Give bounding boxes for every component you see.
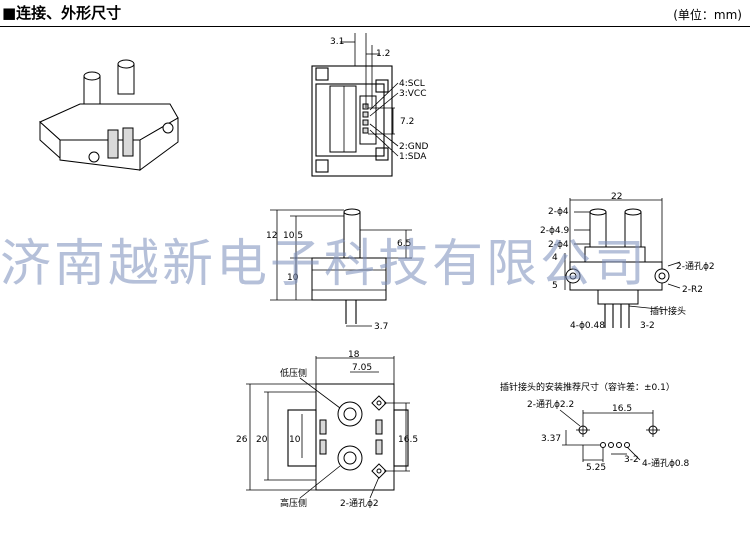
bottom-dim-18: 18 [348, 350, 360, 360]
side-dim-12: 12 [266, 231, 277, 241]
right-label-pin-dia: 4-ϕ0.48 [570, 321, 605, 331]
pin-label-sda: 1:SDA [399, 152, 427, 162]
right-label-pitch: 3-2 [640, 321, 655, 331]
mount-hole-2-2-label: 2-通孔ϕ2.2 [527, 399, 574, 410]
pin-label-scl: 4:SCL [399, 79, 425, 89]
mount-title: 插针接头的安装推荐尺寸（容许差：±0.1） [500, 381, 675, 393]
bottom-dim-26: 26 [236, 435, 248, 445]
mount-hole-0-8-label: 4-通孔ϕ0.8 [642, 458, 689, 469]
side-dim-10: 10 [287, 273, 299, 283]
section-title: ■连接、外形尺寸 [2, 4, 122, 22]
right-label-r2: 2-R2 [682, 285, 703, 295]
right-view [564, 198, 681, 328]
right-dim-4: 4 [552, 253, 558, 263]
right-label-phi4-top: 2-ϕ4 [548, 207, 569, 217]
right-label-phi4-bottom: 2-ϕ4 [548, 240, 569, 250]
low-pressure-side-label: 低压侧 [280, 367, 307, 379]
bottom-dim-16-5: 16.5 [398, 435, 418, 445]
mount-dim-5-25: 5.25 [586, 463, 606, 473]
bottom-dim-10: 10 [289, 435, 301, 445]
mount-dim-16-5: 16.5 [612, 404, 632, 414]
unit-label: (单位：mm) [673, 8, 742, 22]
bottom-through-hole-label: 2-通孔ϕ2 [340, 498, 379, 509]
top-dim-3-1: 3.1 [330, 37, 344, 47]
right-dim-5: 5 [552, 281, 558, 291]
top-dim-7-2: 7.2 [400, 117, 414, 127]
isometric-view [39, 59, 179, 171]
right-label-phi4-9: 2-ϕ4.9 [540, 226, 569, 236]
header-divider [0, 26, 750, 27]
top-dim-1-2: 1.2 [376, 49, 390, 59]
mount-dim-3-37: 3.37 [541, 434, 561, 444]
side-dim-10-5: 10.5 [283, 231, 303, 241]
pin-label-gnd: 2:GND [399, 142, 428, 152]
right-dim-22: 22 [611, 192, 622, 202]
side-dim-3-7: 3.7 [374, 322, 388, 332]
right-label-through-hole: 2-通孔ϕ2 [676, 261, 715, 272]
side-view [270, 208, 412, 327]
bottom-view [246, 356, 410, 499]
pin-label-vcc: 3:VCC [399, 89, 426, 99]
side-dim-6-5: 6.5 [397, 239, 411, 249]
bottom-dim-20: 20 [256, 435, 268, 445]
mount-recommendation [559, 409, 660, 462]
right-label-pin-connector: 插针接头 [650, 305, 686, 317]
top-view [311, 33, 399, 177]
mount-dim-pitch: 3-2 [624, 455, 639, 465]
company-watermark: 济南越新电子科技有限公司 [0, 235, 649, 294]
high-pressure-side-label: 高压侧 [280, 497, 307, 509]
bottom-dim-7-05: 7.05 [352, 363, 372, 373]
